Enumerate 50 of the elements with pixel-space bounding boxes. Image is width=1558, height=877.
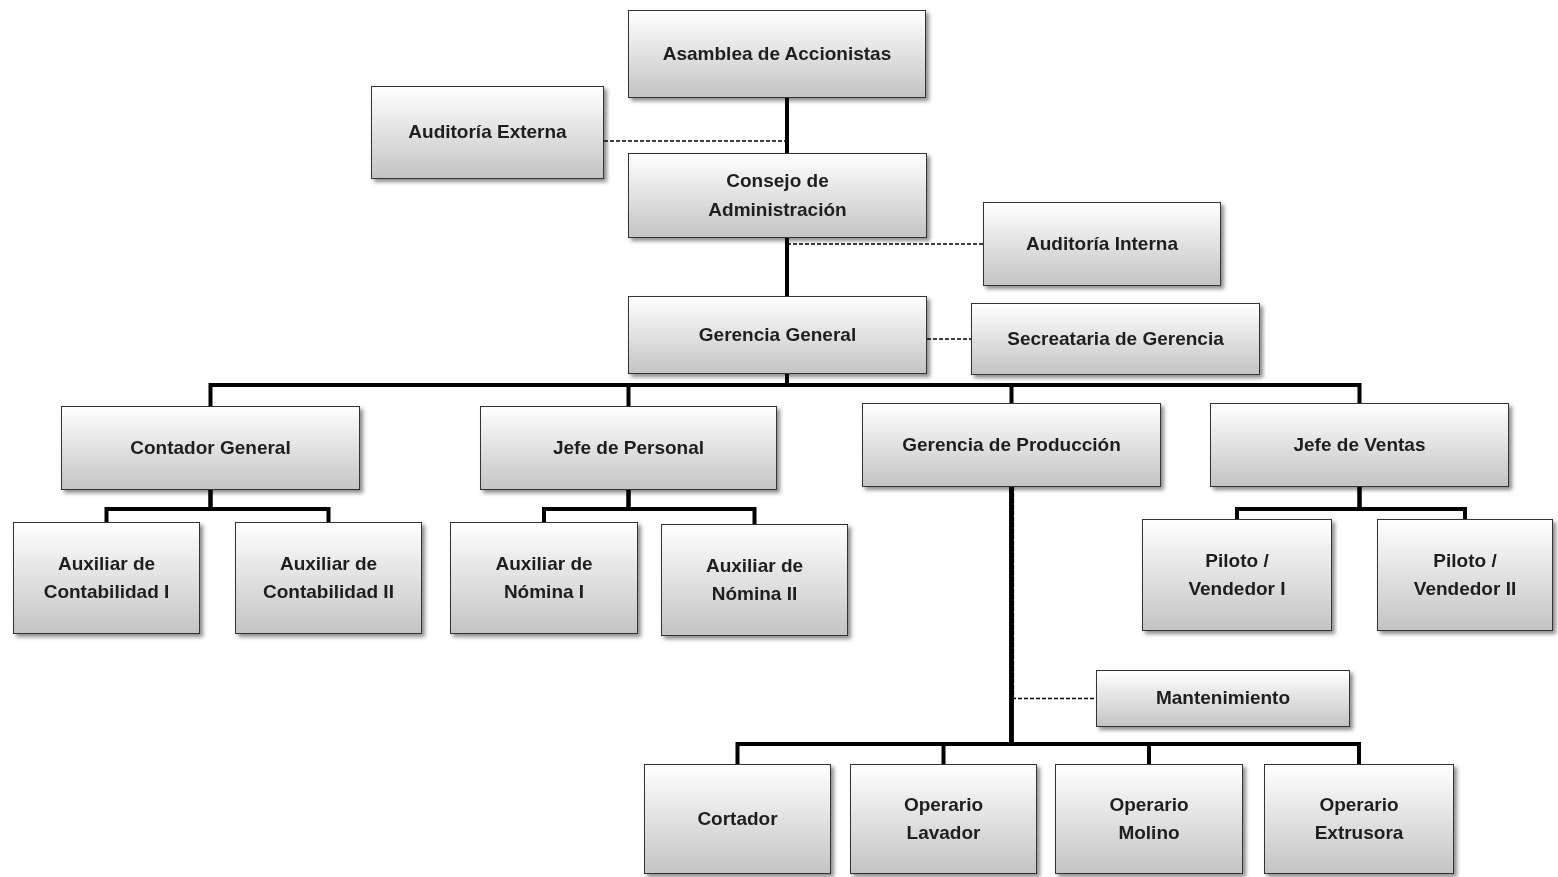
node-label: Consejo de Administración: [707, 169, 848, 222]
position-box: [983, 202, 1221, 286]
node-label: Jefe de Personal: [552, 435, 705, 460]
node-label: Operario Lavador: [902, 792, 985, 845]
node-label: Gerencia de Producción: [901, 432, 1122, 457]
node-label: Operario Extrusora: [1313, 792, 1405, 845]
node-label: Piloto / Vendedor II: [1412, 548, 1518, 601]
position-box: [628, 296, 927, 374]
position-box: [1055, 764, 1243, 874]
position-box: [371, 86, 604, 179]
connector-line: [1009, 487, 1361, 764]
node-label: Operario Molino: [1108, 792, 1190, 845]
position-box: [1377, 519, 1553, 631]
position-box: [450, 522, 638, 634]
position-box: [1264, 764, 1454, 874]
position-box: [1142, 519, 1332, 631]
dashed-connector: [926, 338, 972, 340]
connector-line: [626, 490, 757, 524]
position-box: [480, 406, 777, 490]
node-label: Cortador: [696, 806, 779, 831]
position-box: [235, 522, 422, 634]
node-label: Secreataria de Gerencia: [1006, 326, 1225, 351]
position-box: [1096, 670, 1350, 727]
node-label: Auxiliar de Nómina I: [494, 551, 594, 604]
node-label: Asamblea de Accionistas: [661, 41, 893, 66]
node-label: Piloto / Vendedor I: [1187, 548, 1287, 601]
node-label: Jefe de Ventas: [1292, 432, 1427, 457]
connector-line: [785, 238, 789, 296]
node-label: Auxiliar de Contabilidad II: [262, 551, 395, 604]
position-box: [1210, 403, 1509, 487]
connector-line: [785, 98, 789, 153]
position-box: [628, 10, 926, 98]
position-box: [628, 153, 927, 238]
node-label: Auxiliar de Contabilidad I: [42, 551, 171, 604]
connector-line: [208, 490, 331, 522]
node-label: Auditoría Interna: [1025, 231, 1179, 256]
node-label: Contador General: [129, 435, 292, 460]
position-box: [61, 406, 360, 490]
node-label: Mantenimiento: [1154, 686, 1292, 711]
dashed-connector: [603, 97, 788, 142]
position-box: [971, 303, 1260, 375]
node-label: Gerencia General: [697, 322, 858, 347]
node-label: Auxiliar de Nómina II: [704, 553, 805, 606]
position-box: [13, 522, 200, 634]
connector-line: [1357, 487, 1467, 519]
node-label: Auditoría Externa: [407, 120, 568, 145]
position-box: [850, 764, 1037, 874]
position-box: [862, 403, 1161, 487]
position-box: [661, 524, 848, 636]
position-box: [644, 764, 831, 874]
